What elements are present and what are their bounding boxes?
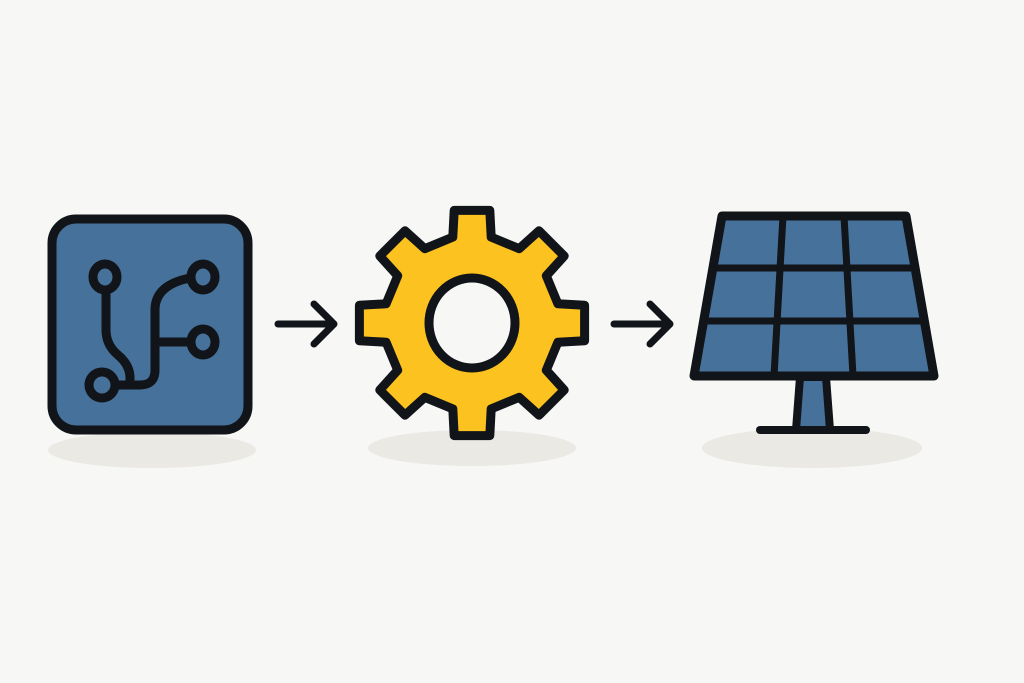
solar-shadow: [702, 428, 922, 468]
gear-hole: [424, 273, 520, 373]
arrow-right-icon: [274, 300, 338, 348]
gear-shadow: [368, 430, 576, 466]
circuit-board-icon: [47, 214, 253, 435]
gear-icon: [354, 205, 590, 441]
solar-panel-icon: [689, 211, 939, 434]
arrow-right-icon: [610, 300, 674, 348]
circuit-shadow: [48, 432, 256, 468]
